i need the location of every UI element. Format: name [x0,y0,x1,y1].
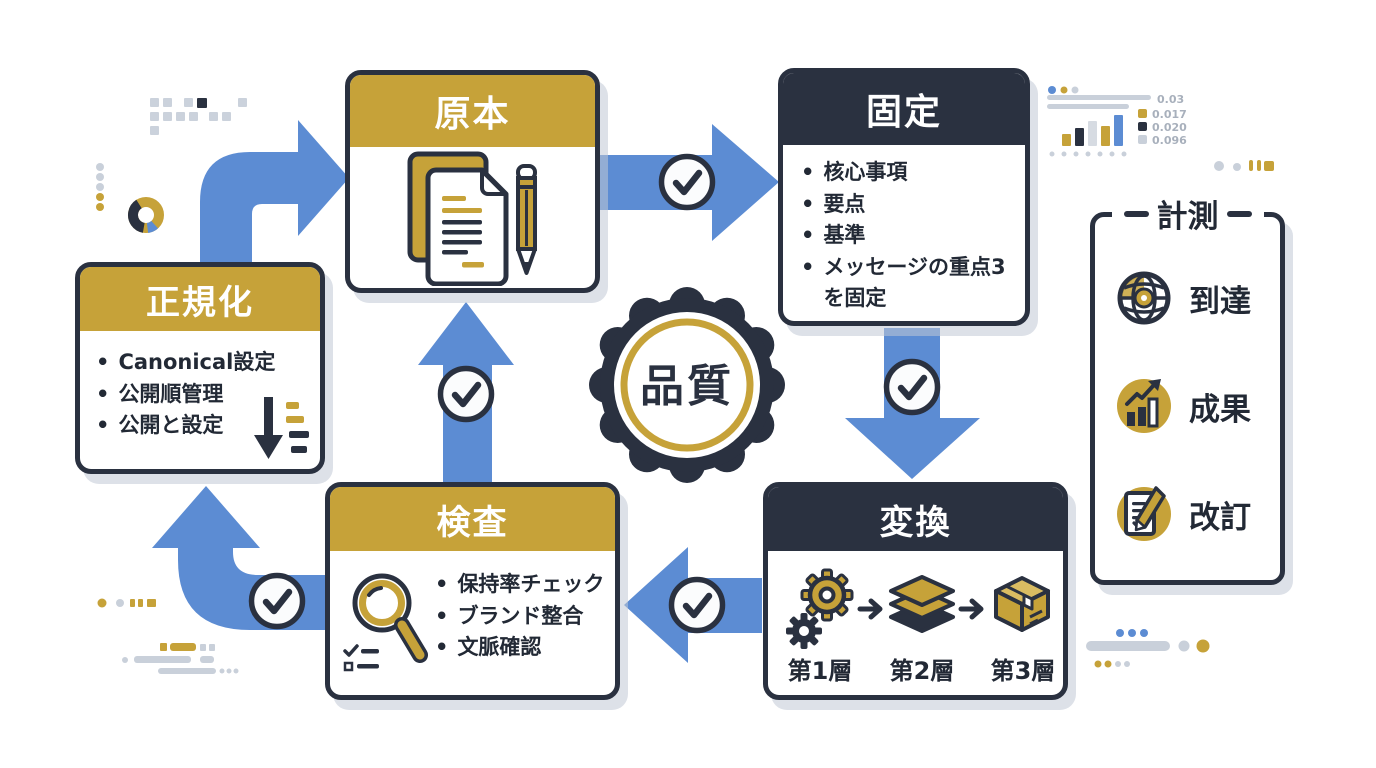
node-fixed-header: 固定 [783,73,1025,145]
step-arrow-icon [958,598,984,620]
node-normalize-header: 正規化 [80,267,320,331]
list-item: 要点 [801,189,1015,221]
measure-item-label: 改訂 [1189,499,1251,536]
node-convert-header: 変換 [768,487,1063,551]
node-original: 原本 [345,70,600,293]
legend-value: 0.020 [1152,121,1187,134]
list-item: 保持率チェック [435,569,604,601]
list-item: ブランド整合 [435,601,604,633]
node-measure: 計測 到達 成果 [1090,191,1285,585]
node-inspect-body: 保持率チェック ブランド整合 文脈確認 [330,551,615,681]
check-icon [668,576,726,634]
list-item: 文脈確認 [435,632,604,664]
node-convert-title: 変換 [879,502,952,543]
node-original-body [350,147,595,288]
node-fixed: 固定 核心事項 要点 基準 メッセージの重点3を固定 [778,68,1030,326]
pixel-grid-decoration [150,98,247,135]
arrow-inspect-to-normalize [152,486,332,630]
measure-item-revision: 改訂 [1115,485,1280,543]
node-original-header: 原本 [350,75,595,147]
package-box-icon [994,576,1050,632]
measure-list: 到達 成果 改訂 [1095,217,1280,543]
legend-value: 0.03 [1157,93,1184,106]
list-item: メッセージの重点3を固定 [801,252,1015,315]
node-measure-title: 計測 [1111,191,1264,236]
layer-label: 第2層 [889,657,955,685]
revision-doc-icon [1117,486,1171,541]
list-item: Canonical設定 [96,347,312,379]
node-normalize: 正規化 Canonical設定 公開順管理 公開と設定 [75,262,325,474]
mini-bar-chart-decoration: 0.03 0.017 0.020 0.096 [1047,86,1187,157]
bottom-right-decoration [1086,629,1210,668]
magnifier-checklist-icon [343,573,428,672]
corner-dots-decoration [1214,160,1274,171]
gears-icon [786,568,854,649]
step-arrow-icon [857,598,883,620]
donut-chart-decoration [128,197,164,233]
measure-item-label: 到達 [1189,283,1251,320]
node-inspect-header: 検査 [330,487,615,551]
check-icon [437,365,495,423]
legend-value: 0.096 [1152,134,1187,147]
list-item: 公開順管理 [96,379,312,411]
growth-chart-icon [1117,379,1171,433]
quality-badge-label: 品質 [640,361,734,412]
dots-column-decoration [96,163,104,211]
node-inspect: 検査 保持率チェック ブランド整合 文脈確認 [325,482,620,700]
layer-label: 第1層 [787,657,853,685]
check-icon [883,358,941,416]
pencil-icon [515,163,537,275]
node-inspect-title: 検査 [436,502,509,543]
arrow-normalize-to-original [200,120,349,264]
bottom-left-decoration [97,598,239,674]
check-icon [248,572,306,630]
measure-item-results: 成果 [1115,377,1280,435]
node-convert: 変換 [763,482,1068,700]
sort-order-icon [254,397,309,459]
list-item: 公開と設定 [96,410,312,442]
node-original-title: 原本 [434,94,511,135]
node-convert-body: 第1層 第2層 第3層 [768,551,1063,695]
layers-icon [889,575,955,633]
node-normalize-body: Canonical設定 公開順管理 公開と設定 [80,331,320,469]
node-measure-title-text: 計測 [1156,199,1219,235]
layer-label: 第3層 [990,657,1056,685]
check-icon [658,153,716,211]
legend-value: 0.017 [1152,108,1187,121]
pipeline-icons [786,568,1050,649]
node-fixed-body: 核心事項 要点 基準 メッセージの重点3を固定 [783,145,1025,315]
document-pencil-icon [407,151,537,286]
quality-badge: 品質 [589,287,785,483]
globe-icon [1117,271,1171,325]
list-item: 基準 [801,220,1015,252]
measure-item-label: 成果 [1189,391,1251,428]
node-normalize-title: 正規化 [146,282,254,323]
node-fixed-title: 固定 [865,92,942,133]
list-item: 核心事項 [801,157,1015,189]
measure-item-reach: 到達 [1115,269,1280,327]
